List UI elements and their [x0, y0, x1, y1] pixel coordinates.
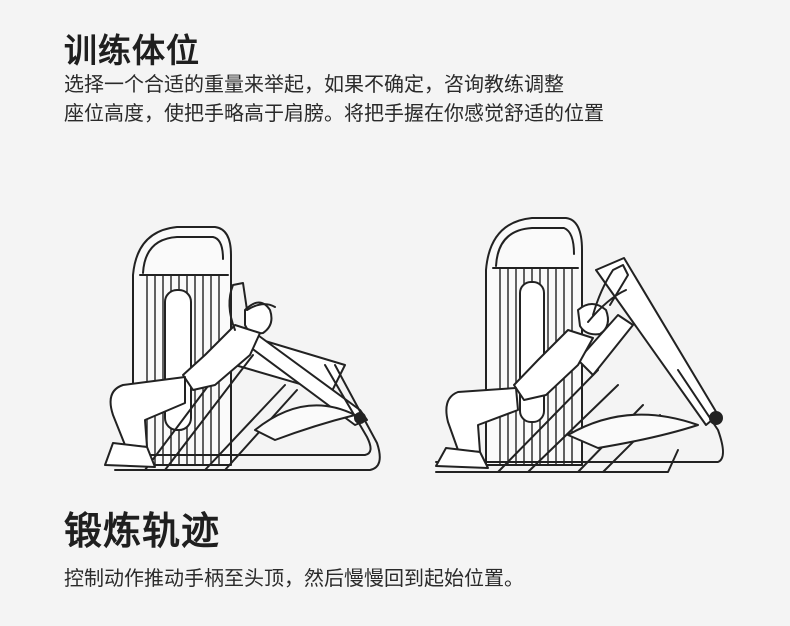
start-position-illustration	[85, 215, 385, 485]
trajectory-line-1: 控制动作推动手柄至头顶，然后慢慢回到起始位置。	[64, 566, 524, 590]
trajectory-section-title: 锻炼轨迹	[64, 509, 221, 553]
end-position-illustration	[428, 210, 738, 480]
position-description: 选择一个合适的重量来举起，如果不确定，咨询教练调整 座位高度，使把手略高于肩膀。…	[64, 70, 604, 128]
trajectory-description: 控制动作推动手柄至头顶，然后慢慢回到起始位置。	[64, 564, 524, 593]
position-line-1: 选择一个合适的重量来举起，如果不确定，咨询教练调整	[64, 72, 564, 96]
position-line-2: 座位高度，使把手略高于肩膀。将把手握在你感觉舒适的位置	[64, 101, 604, 125]
position-section-title: 训练体位	[64, 31, 200, 70]
